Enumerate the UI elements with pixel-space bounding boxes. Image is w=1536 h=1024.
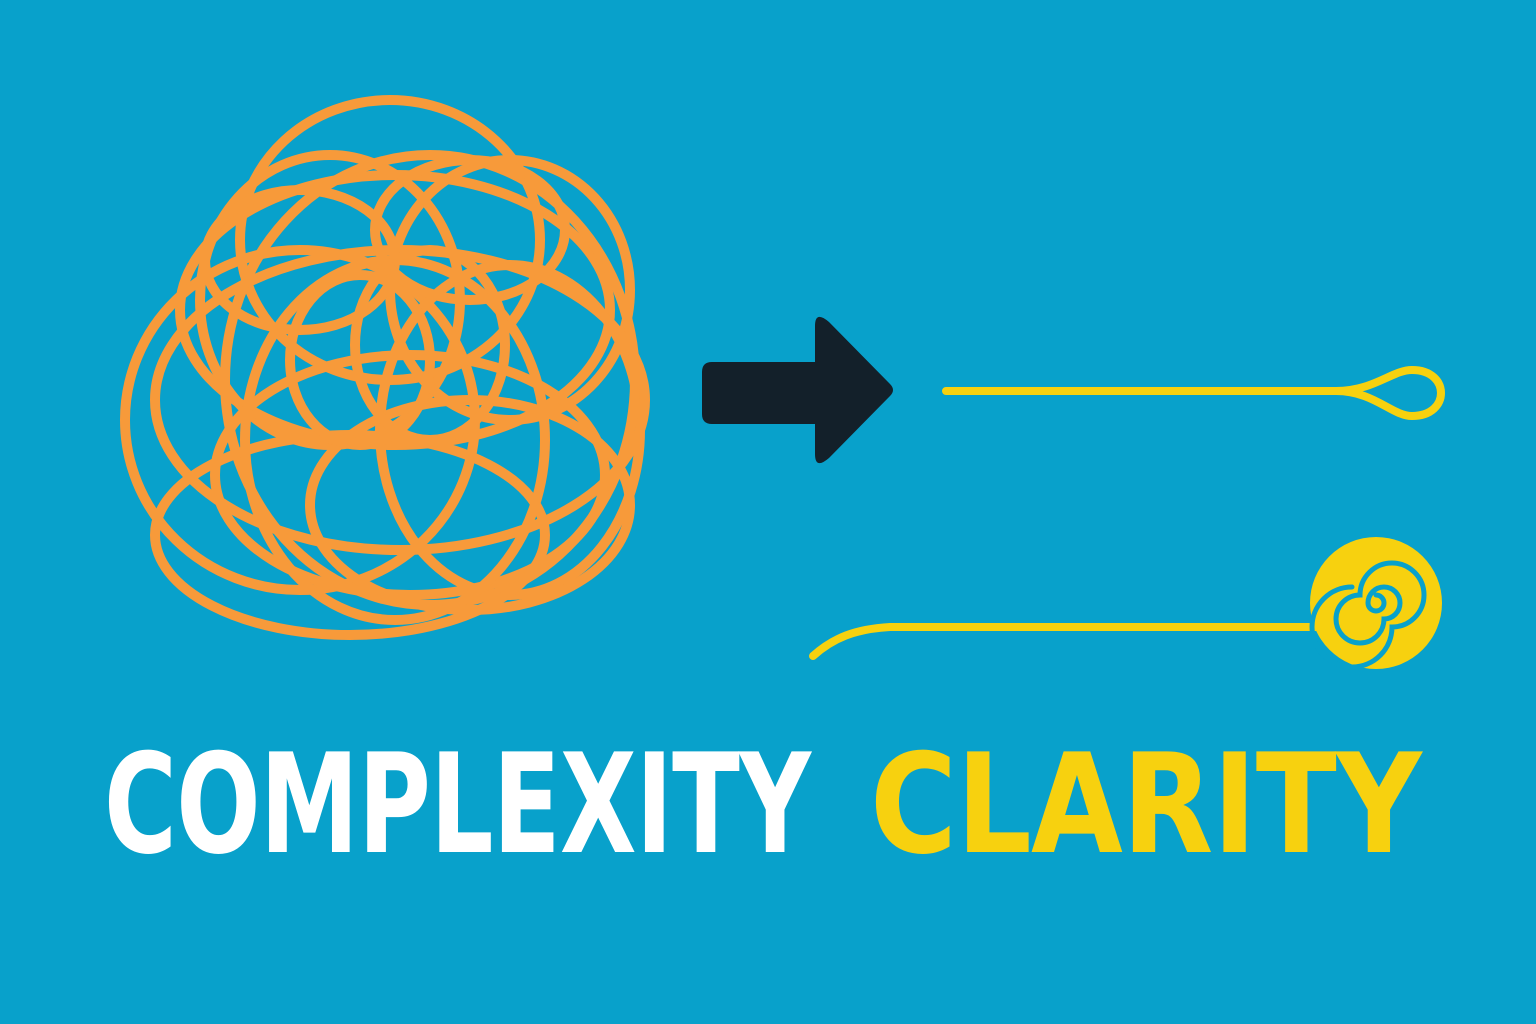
straight-thread-icon — [942, 366, 1445, 420]
complexity-label: COMPLEXITY — [104, 724, 811, 885]
tangled-knot-icon — [120, 95, 650, 640]
right-arrow-icon — [702, 316, 893, 464]
clarity-label: CLARITY — [870, 724, 1422, 885]
spiral-thread-icon — [809, 537, 1442, 670]
